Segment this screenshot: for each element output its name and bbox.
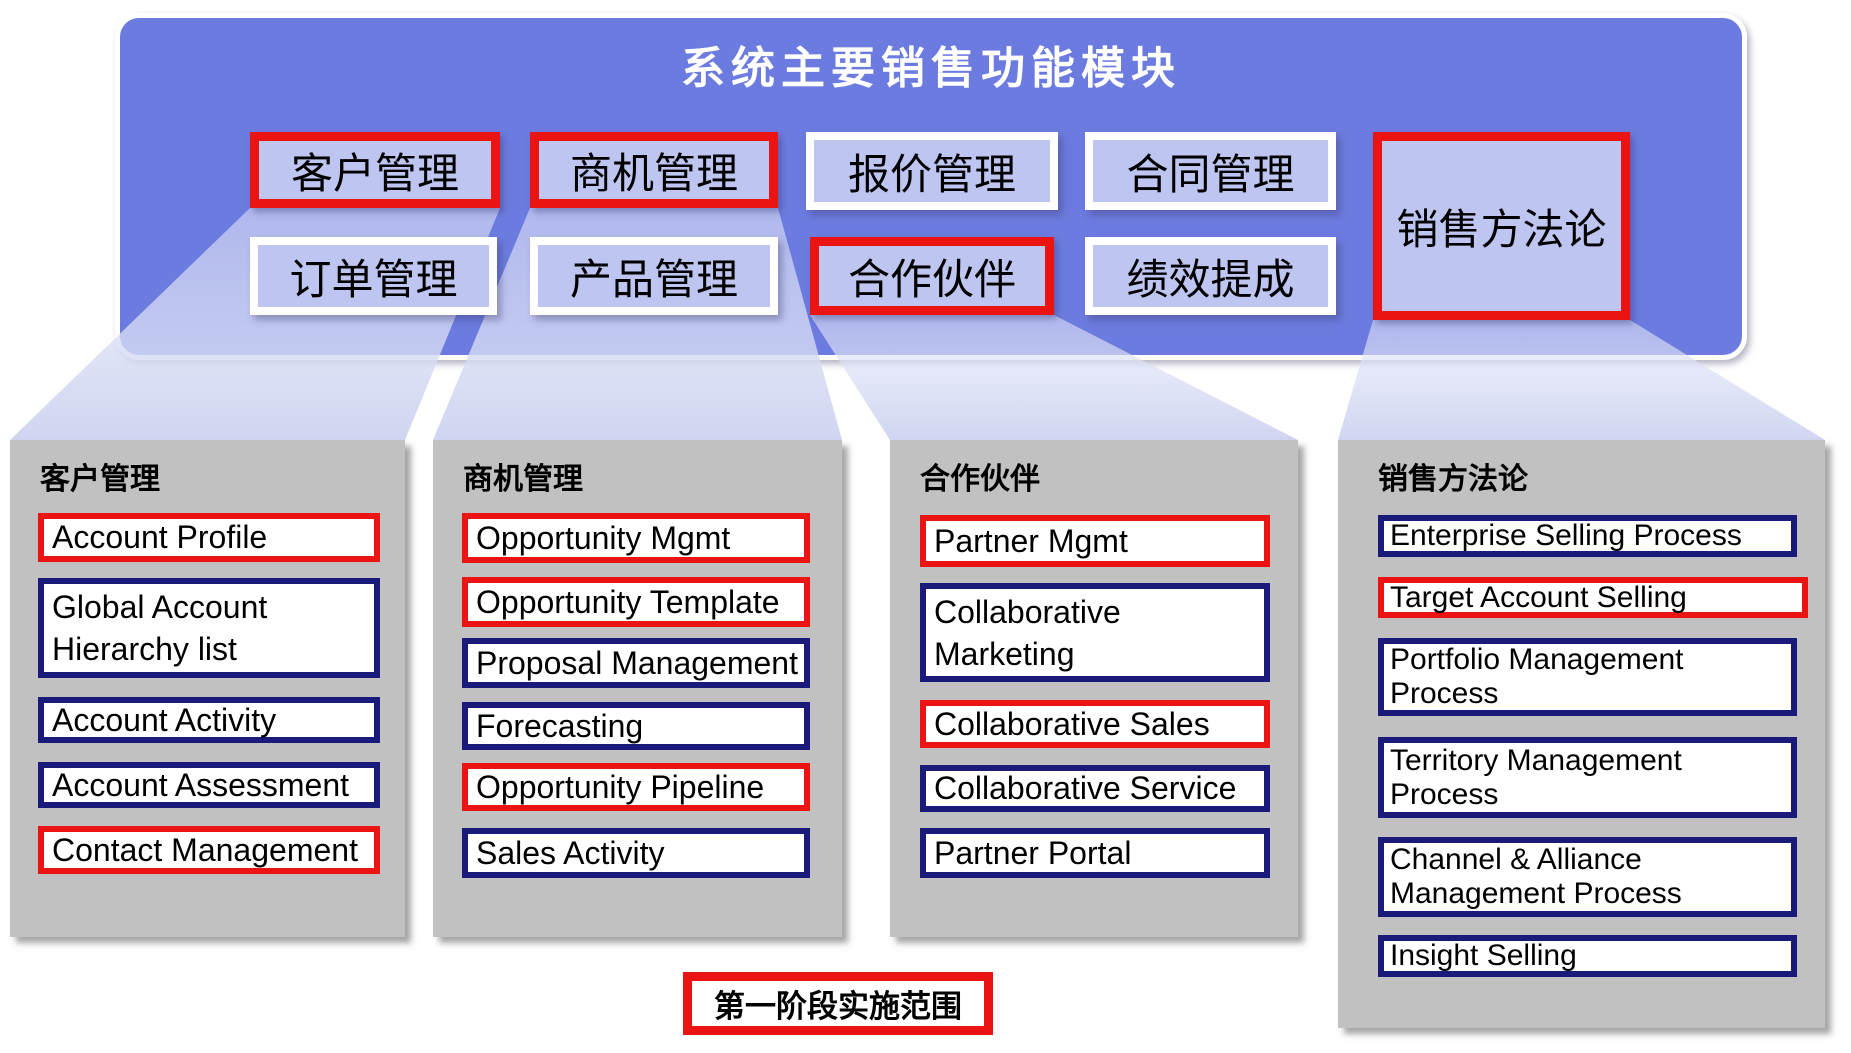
list-item: Opportunity Template [462, 577, 810, 627]
list-item: Collaborative Marketing [920, 583, 1270, 682]
list-item: Opportunity Pipeline [462, 763, 810, 811]
module-order-mgmt: 订单管理 [250, 237, 497, 315]
list-item: Enterprise Selling Process [1378, 515, 1797, 557]
list-item: Contact Management [38, 826, 380, 874]
panel-header: 合作伙伴 [920, 463, 1040, 496]
panel-sales-methodology: 销售方法论 Enterprise Selling Process Target … [1338, 440, 1825, 1028]
list-item: Territory Management Process [1378, 737, 1797, 818]
module-account-mgmt: 客户管理 [250, 132, 500, 208]
panel-header: 商机管理 [463, 463, 583, 496]
panel-partner: 合作伙伴 Partner Mgmt Collaborative Marketin… [890, 440, 1298, 937]
list-item: Global Account Hierarchy list [38, 578, 380, 678]
list-item: Proposal Management [462, 638, 810, 688]
list-item: Opportunity Mgmt [462, 513, 810, 563]
module-sales-methodology: 销售方法论 [1373, 132, 1630, 320]
list-item: Partner Portal [920, 828, 1270, 878]
list-item: Collaborative Sales [920, 700, 1270, 748]
module-quote-mgmt: 报价管理 [806, 132, 1058, 210]
list-item: Channel & Alliance Management Process [1378, 837, 1797, 917]
phase1-scope-label: 第一阶段实施范围 [683, 972, 993, 1035]
panel-opportunity-mgmt: 商机管理 Opportunity Mgmt Opportunity Templa… [433, 440, 842, 937]
module-opportunity-mgmt: 商机管理 [530, 132, 778, 208]
module-performance: 绩效提成 [1085, 237, 1336, 315]
module-product-mgmt: 产品管理 [530, 237, 778, 315]
panel-account-mgmt: 客户管理 Account Profile Global Account Hier… [10, 440, 405, 937]
list-item: Target Account Selling [1378, 577, 1808, 618]
list-item: Insight Selling [1378, 935, 1797, 977]
module-contract-mgmt: 合同管理 [1085, 132, 1336, 210]
list-item: Partner Mgmt [920, 515, 1270, 567]
diagram-title: 系统主要销售功能模块 [681, 44, 1181, 93]
list-item: Portfolio Management Process [1378, 638, 1797, 716]
panel-header: 销售方法论 [1378, 463, 1528, 496]
list-item: Sales Activity [462, 828, 810, 878]
list-item: Forecasting [462, 702, 810, 750]
list-item: Account Assessment [38, 762, 380, 808]
list-item: Collaborative Service [920, 765, 1270, 812]
list-item: Account Activity [38, 697, 380, 743]
module-partner: 合作伙伴 [810, 237, 1054, 315]
panel-header: 客户管理 [40, 463, 160, 496]
list-item: Account Profile [38, 513, 380, 562]
